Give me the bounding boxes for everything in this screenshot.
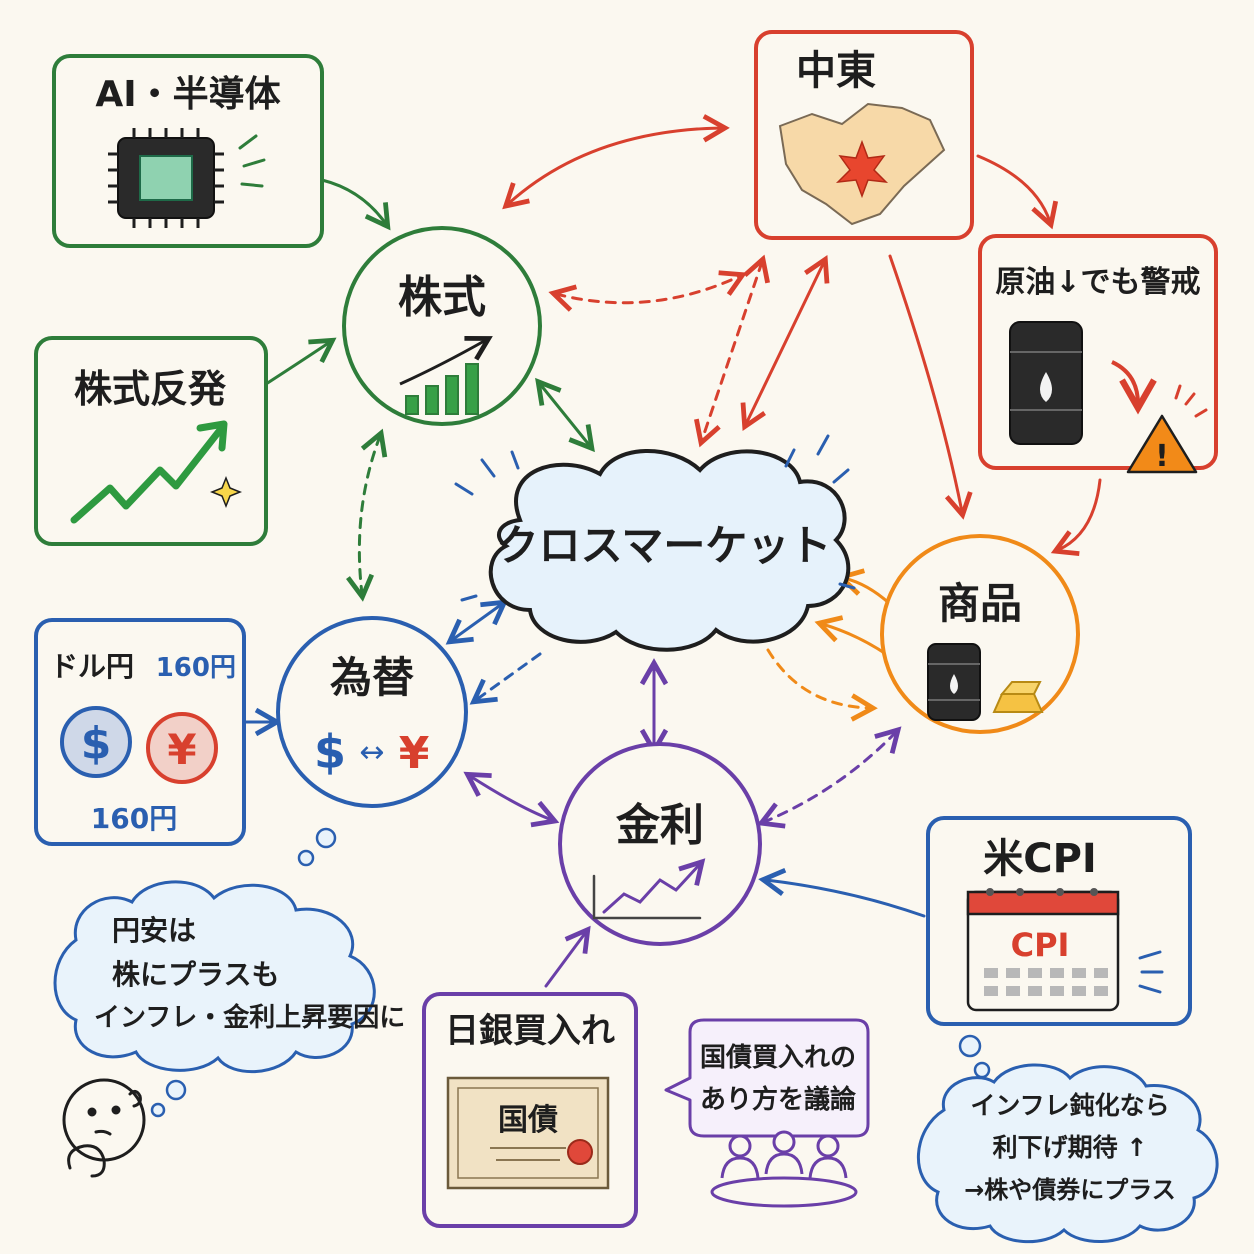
bar-growth-icon [399, 336, 493, 415]
rates-node[interactable]: 金利 [558, 742, 762, 946]
inflation-thought-bubble: インフレ鈍化なら 利下げ期待 ↑ →株や債券にプラス [916, 1034, 1219, 1244]
us-cpi-box[interactable]: 米CPI CPI [926, 816, 1192, 1026]
fx-node[interactable]: 為替 $ ↔ ¥ [276, 616, 468, 808]
middle-east-box[interactable]: 中東 [754, 30, 974, 240]
center-label: クロスマーケット [497, 521, 832, 570]
certificate-label: 国債 [498, 1103, 558, 1138]
arrow-fx-rates [463, 771, 560, 828]
inflation-line-1: インフレ鈍化なら [970, 1091, 1169, 1120]
thinking-person-icon [62, 1078, 146, 1178]
arrow-commodities-to-center-2 [814, 615, 888, 656]
arrow-mideast-center [740, 254, 830, 432]
arrow-mideast-to-oil [976, 154, 1059, 230]
svg-text:!: ! [1155, 439, 1169, 474]
arrow-mideast-stocks [502, 114, 730, 210]
gold-bar-icon [992, 681, 1044, 713]
jgb-discussion-speech-bubble: 国債買入れの あり方を議論 [664, 1018, 870, 1208]
commodities-label: 商品 [938, 579, 1022, 628]
fx-label: 為替 [330, 653, 414, 702]
inflation-line-2: 利下げ期待 ↑ [993, 1133, 1148, 1162]
mideast-box-title: 中東 [796, 48, 876, 94]
stocks-label: 株式 [398, 272, 486, 323]
fx-exchange-arrow-icon: ↔ [359, 735, 384, 770]
connectors [242, 114, 1102, 988]
arrow-oil-to-commodities [1050, 478, 1102, 557]
arrow-mideast-center-dashed [694, 254, 770, 448]
arrow-mideast-to-commodities [888, 254, 973, 520]
arrow-stocks-fx [346, 428, 388, 602]
stock-rebound-box[interactable]: 株式反発 [34, 336, 268, 546]
ai-box-title: AI・半導体 [95, 74, 280, 115]
commodities-node[interactable]: 商品 [880, 534, 1080, 734]
map-star-icon [778, 102, 946, 226]
calendar-icon: CPI [966, 888, 1164, 1012]
boj-box-title: 日銀買入れ [445, 1011, 615, 1051]
cpi-box-title: 米CPI [983, 836, 1097, 882]
dollar-coin-symbol: $ [81, 718, 112, 769]
weak-yen-line-1: 円安は [112, 914, 196, 947]
arrow-commodities-to-center-1 [836, 568, 892, 606]
boj-purchase-box[interactable]: 日銀買入れ 国債 [422, 992, 638, 1228]
rates-label: 金利 [615, 800, 704, 851]
oil-box[interactable]: 原油↓でも警戒 ! [978, 234, 1218, 474]
usdjpy-box[interactable]: ドル円 160円 $ ¥ 160円 [34, 618, 246, 846]
calendar-cpi-label: CPI [1011, 926, 1070, 964]
yen-coin-icon: ¥ [146, 712, 218, 784]
inflation-line-3: →株や債券にプラス [964, 1176, 1176, 1204]
arrow-commodities-rates-dashed [756, 726, 902, 829]
weak-yen-line-3: インフレ・金利上昇要因に [94, 1002, 405, 1033]
oil-box-title: 原油↓でも警戒 [995, 265, 1200, 300]
arrow-ai-to-stocks [320, 178, 391, 231]
jgb-line-1: 国債買入れの [700, 1043, 856, 1073]
arrow-center-to-commodities-dashed [766, 648, 878, 722]
arrow-cpi-to-rates [758, 868, 926, 918]
sparkle-icon [209, 475, 243, 509]
arrow-boj-to-rates [544, 925, 591, 988]
rate-chart-icon [592, 858, 706, 920]
oil-barrel-warning-icon: ! [1009, 321, 1208, 474]
meeting-people-icon [710, 1130, 858, 1208]
fx-yen-symbol: ¥ [399, 728, 430, 779]
arrow-mideast-stocks-dashed [548, 270, 748, 312]
usdjpy-title: ドル円 [50, 650, 134, 683]
arrow-rebound-to-stocks [264, 337, 337, 386]
fx-usd-symbol: $ [314, 725, 346, 779]
rebound-box-title: 株式反発 [74, 367, 227, 411]
stocks-node[interactable]: 株式 [342, 226, 542, 426]
jgb-line-2: あり方を議論 [700, 1084, 857, 1115]
chip-icon [108, 128, 266, 228]
arrow-center-to-fx-dashed [469, 652, 542, 705]
dollar-coin-icon: $ [60, 706, 132, 778]
oil-barrel-icon [927, 643, 981, 721]
ai-semiconductor-box[interactable]: AI・半導体 [52, 54, 324, 248]
yen-coin-symbol: ¥ [167, 725, 196, 774]
usdjpy-value-bottom: 160円 [91, 802, 177, 835]
arrow-fx-center [445, 599, 509, 645]
arrow-stocks-center [535, 377, 595, 453]
weak-yen-line-2: 株にプラスも [112, 958, 279, 991]
center-cloud[interactable]: クロスマーケット [454, 434, 856, 652]
usdjpy-value-top: 160円 [156, 653, 236, 683]
emphasis-lines [454, 434, 856, 602]
weak-yen-thought-bubble: 円安は 株にプラスも インフレ・金利上昇要因に [53, 827, 405, 1118]
trend-up-icon [70, 420, 243, 524]
certificate-icon: 国債 [446, 1076, 610, 1190]
